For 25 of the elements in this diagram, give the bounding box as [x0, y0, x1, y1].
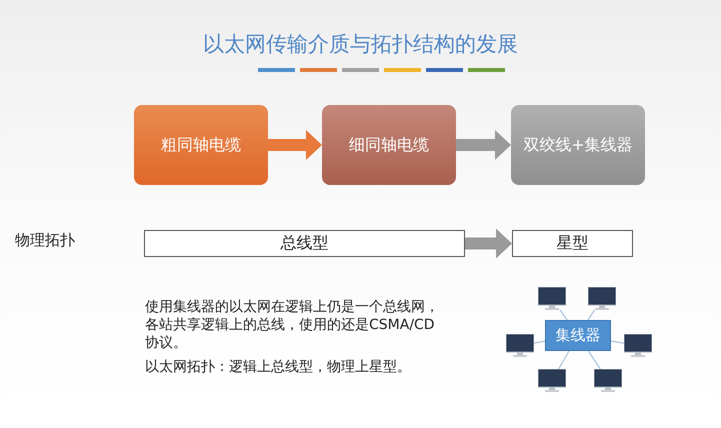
- monitor-icon: [506, 334, 534, 357]
- title: 以太网传输介质与拓扑结构的发展: [202, 31, 519, 58]
- block-arrow: [456, 130, 511, 160]
- monitor-icon: [538, 287, 566, 310]
- monitor-icon: [538, 369, 566, 392]
- process-box: 细同轴电缆: [322, 105, 456, 185]
- note-text: 以太网拓扑：逻辑上总线型，物理上星型。: [145, 358, 412, 376]
- connector-line: [534, 340, 546, 344]
- hub-box: 集线器: [545, 320, 611, 351]
- monitor-icon: [594, 369, 622, 392]
- connector-line: [610, 340, 624, 344]
- row-label: 物理拓扑: [15, 231, 75, 250]
- topology-box: 星型: [512, 230, 633, 257]
- monitor-icon: [588, 287, 616, 310]
- connector-line: [560, 310, 568, 320]
- block-arrow: [268, 130, 322, 160]
- monitor-icon: [624, 334, 652, 357]
- process-box: 双绞线+集线器: [511, 105, 645, 185]
- topology-box: 总线型: [144, 230, 465, 257]
- block-arrow: [465, 228, 512, 258]
- connector-line: [588, 310, 596, 320]
- process-box: 粗同轴电缆: [134, 105, 268, 185]
- note-text: 使用集线器的以太网在逻辑上仍是一个总线网，各站共享逻辑上的总线，使用的还是CSMA/CD协议。: [145, 298, 440, 352]
- connector-line: [558, 350, 570, 370]
- connector-line: [588, 350, 601, 370]
